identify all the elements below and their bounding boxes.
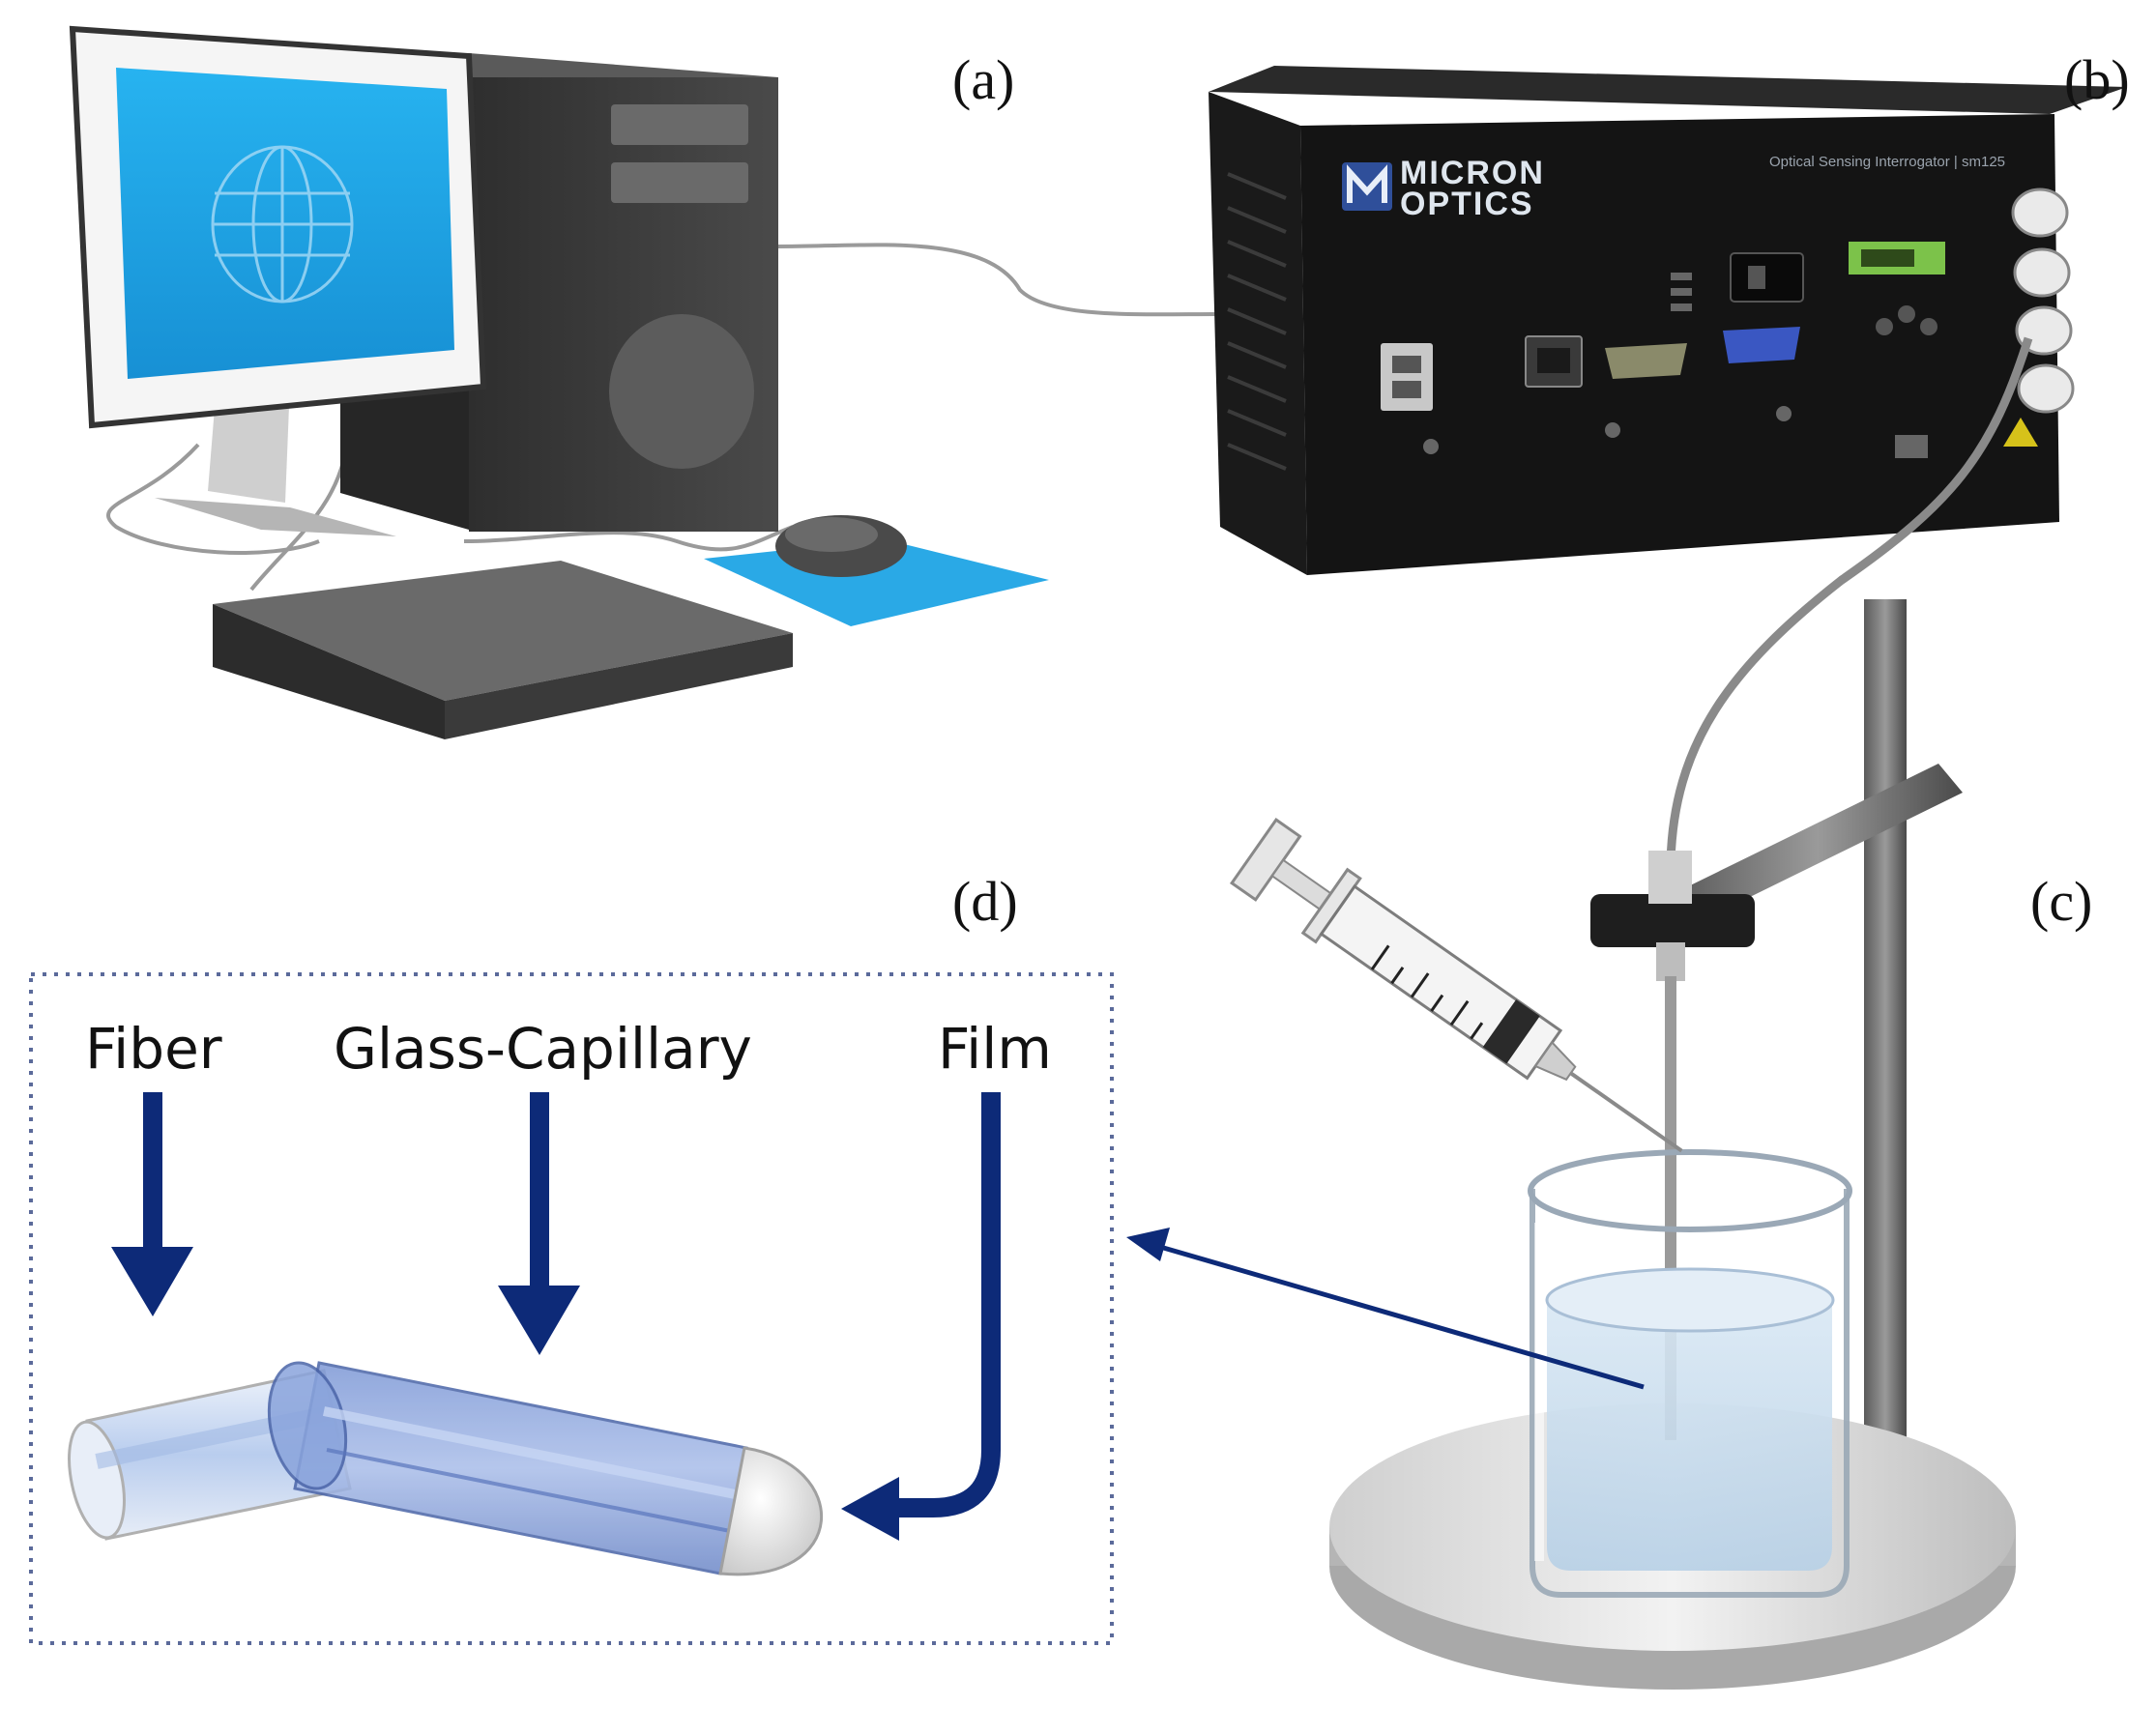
fiber-label: Fiber <box>85 1016 222 1082</box>
tower-speaker <box>609 314 754 469</box>
brand-line2: OPTICS <box>1400 186 1534 222</box>
interrogator-side-vents <box>1209 92 1307 575</box>
optical-fiber-lead <box>1666 336 2033 866</box>
zoom-arrow <box>1126 1228 1645 1390</box>
film-label: Film <box>938 1016 1052 1082</box>
brand-line1: MICRON <box>1400 155 1545 191</box>
micron-optics-logo: MICRON OPTICS <box>1342 155 1545 222</box>
drive-bay-bottom <box>611 162 748 203</box>
mouse-and-pad <box>704 515 1049 626</box>
mouse-cable <box>463 525 794 552</box>
fiber-arrow <box>111 1092 193 1316</box>
sensor-inset: Fiber Glass-Capillary Film <box>29 972 1114 1645</box>
keyboard <box>213 561 793 739</box>
monitor-stand-base <box>155 498 396 536</box>
panel-label-d: (d) <box>952 870 1018 933</box>
computer-cable <box>106 443 320 555</box>
label-plate-icon <box>1895 435 1928 458</box>
syringe <box>1229 818 1683 1153</box>
computer-illustration <box>69 25 1049 739</box>
beaker-setup <box>1229 599 2016 1690</box>
glass-capillary <box>267 1361 748 1575</box>
optical-connectors <box>2011 188 2075 414</box>
usb-port-icon <box>1381 343 1433 411</box>
beaker-liquid <box>1547 1300 1832 1571</box>
film-arrow <box>841 1092 1001 1541</box>
sensing-film-cap <box>718 1446 823 1576</box>
panel-label-c: (c) <box>2030 870 2092 933</box>
panel-label-a: (a) <box>952 48 1014 111</box>
panel-label-b: (b) <box>2064 48 2130 111</box>
capillary-arrow <box>498 1092 580 1355</box>
beaker <box>1528 1149 1852 1598</box>
clamp-holder <box>1590 894 1755 947</box>
clamp-arm <box>1673 764 1963 923</box>
stand-rod <box>1864 599 1907 1459</box>
usb-cable <box>777 243 1219 317</box>
laser-warning-icon <box>2003 418 2038 447</box>
glass-capillary-label: Glass-Capillary <box>334 1016 752 1082</box>
vga-port-icon <box>1723 327 1800 363</box>
drive-bay-top <box>611 104 748 145</box>
power-switch-icon <box>1730 252 1804 303</box>
serial-port-icon <box>1605 343 1687 379</box>
fiber-collar <box>1648 851 1692 904</box>
monitor <box>69 25 487 536</box>
globe-icon <box>211 145 354 303</box>
vent-slots <box>1227 172 1287 471</box>
model-label: Optical Sensing Interrogator | sm125 <box>1769 154 2005 170</box>
interrogator-unit: MICRON OPTICS Optical Sensing Interrogat… <box>1209 66 2127 575</box>
